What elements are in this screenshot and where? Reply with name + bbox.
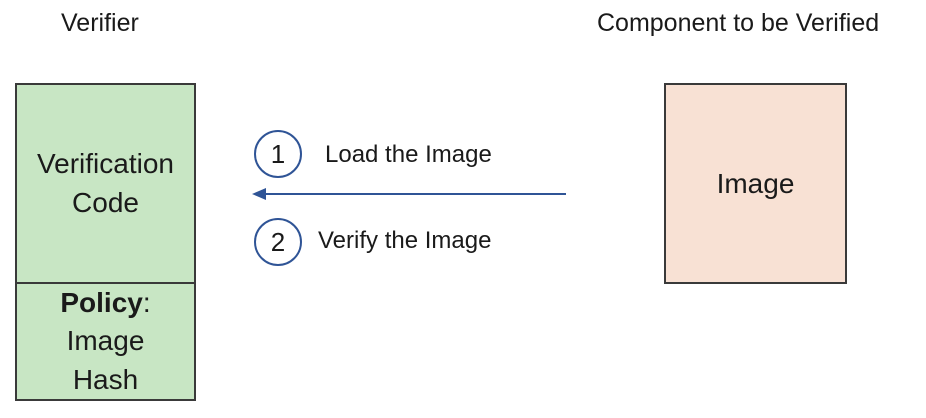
verification-code-section: Verification Code bbox=[17, 85, 194, 284]
verifier-box: Verification Code Policy: Image Hash bbox=[15, 83, 196, 401]
component-title: Component to be Verified bbox=[597, 9, 880, 37]
policy-colon: : bbox=[142, 287, 151, 319]
step2-number-circle: 2 bbox=[254, 218, 302, 266]
arrow-head bbox=[252, 188, 266, 200]
image-box: Image bbox=[664, 83, 847, 284]
verification-code-line2: Code bbox=[72, 186, 139, 218]
policy-line3: Hash bbox=[72, 363, 139, 395]
verifier-title: Verifier bbox=[61, 9, 139, 37]
step2-label: Verify the Image bbox=[318, 227, 492, 254]
image-box-label: Image bbox=[716, 167, 795, 199]
policy-line2: Image bbox=[66, 325, 145, 357]
policy-section: Policy: Image Hash bbox=[17, 284, 194, 399]
step1-label: Load the Image bbox=[325, 141, 492, 168]
verification-code-line1: Verification bbox=[37, 147, 174, 179]
policy-label: Policy bbox=[60, 287, 143, 319]
step1-number-circle: 1 bbox=[254, 130, 302, 178]
